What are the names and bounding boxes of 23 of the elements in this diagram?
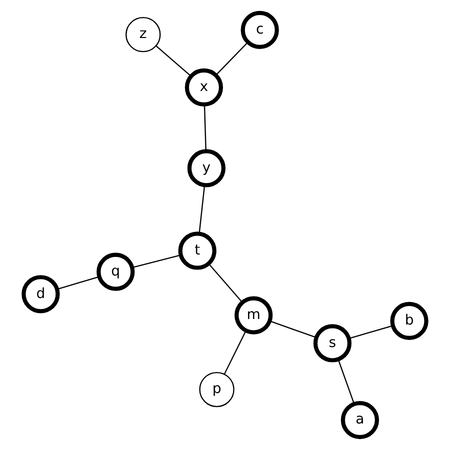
node-circle: d	[22, 275, 60, 314]
node-circle: a	[340, 401, 379, 440]
node-circle: x	[184, 68, 224, 106]
connector	[216, 42, 248, 76]
node-circle: q	[96, 252, 135, 291]
connector	[198, 185, 206, 234]
connector	[208, 263, 243, 303]
connector	[348, 325, 393, 339]
connector	[204, 104, 206, 152]
connector	[224, 330, 246, 374]
node-circle: p	[199, 372, 234, 408]
node-circle: y	[187, 149, 226, 188]
node-circle: c	[240, 10, 279, 49]
node-circle: b	[390, 302, 428, 340]
connector	[132, 254, 181, 268]
connector	[270, 320, 316, 338]
node-circle: m	[234, 296, 273, 334]
connector	[156, 45, 192, 77]
node-circle: s	[313, 324, 352, 362]
connector	[57, 276, 100, 290]
node-circle: z	[126, 16, 161, 52]
connector	[338, 359, 355, 404]
node-circle: t	[178, 232, 216, 270]
